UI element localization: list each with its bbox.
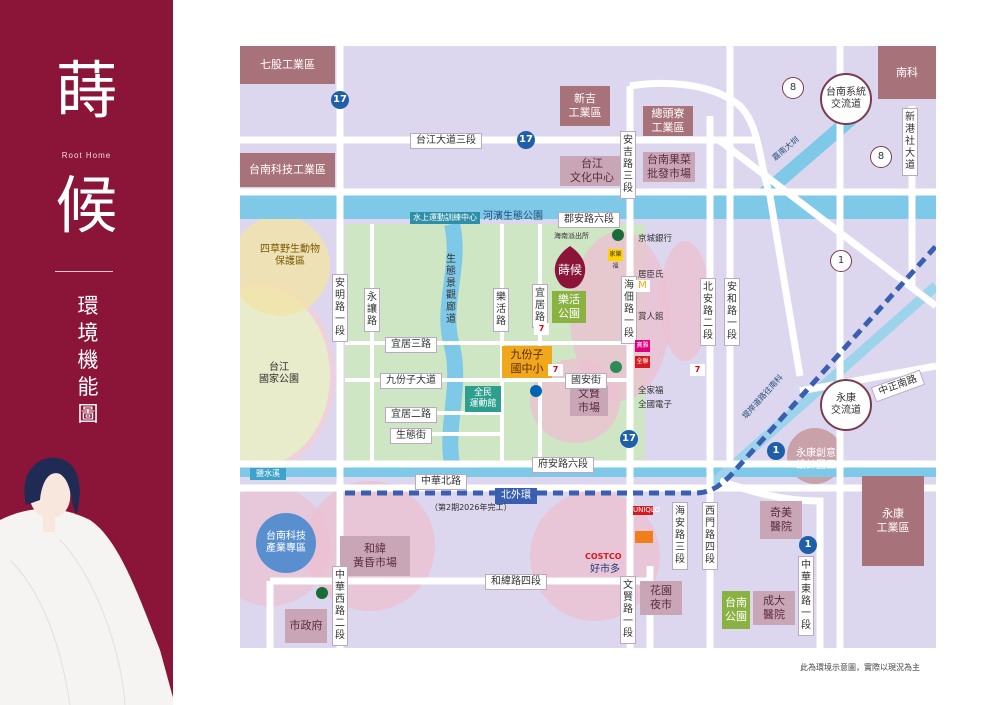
highway-17-shield: 17 xyxy=(620,430,638,448)
district-wenxian-market: 文賢 市場 xyxy=(570,386,608,416)
mcdonalds-icon: M xyxy=(635,280,650,292)
road-wenxian: 文賢路一段 xyxy=(620,576,636,644)
road-lehuo: 樂活路 xyxy=(493,288,509,332)
road-haidian: 海佃路一段 xyxy=(621,276,637,344)
road-zhonghua-north: 中華北路 xyxy=(415,474,467,490)
road-yiju2: 宜居二路 xyxy=(385,407,437,423)
brand-char-2: 候 xyxy=(55,169,118,242)
label-river-park: 河濱生態公園 xyxy=(483,211,543,222)
starbucks-icon xyxy=(612,229,624,241)
interchange-yongkang: 永康 交流道 xyxy=(820,379,872,431)
road-yiju: 宜居路 xyxy=(532,284,548,328)
section-title: 環境機能圖 xyxy=(77,294,99,426)
poi-ikea: 居臣氏 xyxy=(638,270,664,280)
seven-eleven-icon: 7 xyxy=(690,364,705,376)
highway-17-shield: 17 xyxy=(517,131,535,149)
carrefour-icon: 家樂福 xyxy=(608,249,623,270)
district-chengda: 成大 醫院 xyxy=(753,591,795,625)
label-sicao-zoo: 四草野生動物 保護區 xyxy=(260,244,320,267)
road-zhonghua-west: 中華西路二段 xyxy=(332,566,348,646)
road-shengtai: 生態街 xyxy=(390,428,432,444)
road-anhe: 安和路一段 xyxy=(724,278,740,346)
label-tainan-tech-zone: 台南科技 產業專區 xyxy=(266,531,306,554)
road-haian: 海安路三段 xyxy=(672,502,688,570)
road-anji: 安吉路三段 xyxy=(620,131,636,199)
district-tainan-tech-park: 台南科技工業區 xyxy=(240,153,335,187)
district-qigu: 七股工業區 xyxy=(240,46,335,84)
district-quanmin-gym: 全民 運動館 xyxy=(465,386,501,412)
seven-eleven-icon: 7 xyxy=(534,323,549,335)
road-jiufenzi-ave: 九份子大道 xyxy=(380,373,442,389)
poya-icon: 寶雅 xyxy=(635,340,650,352)
district-hewei-market: 和緯 黃昏市場 xyxy=(340,536,410,576)
poi-police: 海南派出所 xyxy=(554,232,589,240)
poi-dim: 賞人館 xyxy=(638,312,664,322)
district-nanke: 南科 xyxy=(878,46,936,99)
label-water-center: 水上運動訓練中心 xyxy=(410,212,480,224)
costco-logo: COSTCO xyxy=(585,552,622,561)
district-jiufenzi-school: 九份子 國中小 xyxy=(502,346,552,378)
road-beian: 北安路二段 xyxy=(700,278,716,346)
district-zongtouliao: 總頭寮 工業區 xyxy=(643,106,693,136)
footnote: 此為環境示意圖，實際以現況為主 xyxy=(800,663,920,672)
bank-logo-icon xyxy=(530,385,542,397)
district-city-hall: 市政府 xyxy=(285,609,327,643)
label-yongkang-creative: 永康創意 設計園區 xyxy=(796,448,836,471)
district-xinji: 新吉 工業區 xyxy=(560,86,610,126)
seven-eleven-icon: 7 xyxy=(548,364,563,376)
road-eco-corridor: 生態景觀廊道 xyxy=(446,254,456,325)
district-fruit-market: 台南果菜 批發市場 xyxy=(643,152,695,182)
pxmart-icon: 全聯 xyxy=(635,356,650,368)
road-guoan: 國安街 xyxy=(565,373,607,389)
sidebar: 蒔 Root Home 候 環境機能圖 xyxy=(0,0,173,705)
poi-bank: 京城銀行 xyxy=(638,234,673,244)
highway-8-shield: 8 xyxy=(782,77,804,99)
highway-17-shield: 17 xyxy=(331,91,349,109)
brand-english: Root Home xyxy=(61,151,112,160)
road-junan: 郡安路六段 xyxy=(558,212,620,228)
brand-char-1: 蒔 xyxy=(55,54,118,127)
highway-1-shield: 1 xyxy=(799,536,817,554)
interchange-tainan: 台南系統 交流道 xyxy=(820,73,872,125)
road-fuan: 府安路六段 xyxy=(532,457,594,473)
district-tainan-park: 台南 公園 xyxy=(722,591,750,629)
map: 七股工業區 南科 新吉 工業區 總頭寮 工業區 台南科技工業區 台江 文化中心 … xyxy=(240,46,936,648)
brand-divider xyxy=(55,271,113,272)
poi-pxmart2: 全家福 xyxy=(638,386,664,396)
road-taijiang-blvd: 台江大道三段 xyxy=(410,133,482,149)
store-icon xyxy=(635,531,653,543)
label-yanshui: 鹽水溪 xyxy=(250,468,286,480)
district-yongkang-industrial: 永康 工業區 xyxy=(862,476,924,566)
district-taijiang-culture: 台江 文化中心 xyxy=(560,156,624,186)
road-yiju3: 宜居三路 xyxy=(385,337,437,353)
costco-label: 好市多 xyxy=(590,564,620,575)
district-huayuan-market: 花園 夜市 xyxy=(640,581,682,615)
district-lehuo-park: 樂活 公園 xyxy=(552,291,586,323)
road-anming: 安明路一段 xyxy=(332,274,348,342)
road-north-outer-ring: 北外環 xyxy=(495,488,537,504)
highway-1-shield: 1 xyxy=(767,442,785,460)
poi-electronics: 全國電子 xyxy=(638,400,673,410)
woman-illustration xyxy=(0,457,173,705)
road-hewei: 和緯路四段 xyxy=(485,574,547,590)
familymart-icon xyxy=(610,361,622,373)
road-ximen: 西門路四段 xyxy=(702,502,718,570)
district-chimei: 奇美 醫院 xyxy=(760,501,802,539)
uniqlo-logo: UNIQLO xyxy=(633,506,661,515)
label-ring-note: （第2期2026年完工） xyxy=(430,503,512,512)
label-taijiang-park: 台江 國家公園 xyxy=(259,362,299,385)
road-yongrang: 永讓路 xyxy=(364,288,380,332)
highway-1-shield: 1 xyxy=(830,250,852,272)
highway-8-shield: 8 xyxy=(870,146,892,168)
home-marker: 蒔候 xyxy=(558,263,583,277)
starbucks-icon xyxy=(316,587,328,599)
road-zhonghua-east: 中華東路一段 xyxy=(798,556,814,636)
road-xingang: 新港社大道 xyxy=(902,108,918,176)
